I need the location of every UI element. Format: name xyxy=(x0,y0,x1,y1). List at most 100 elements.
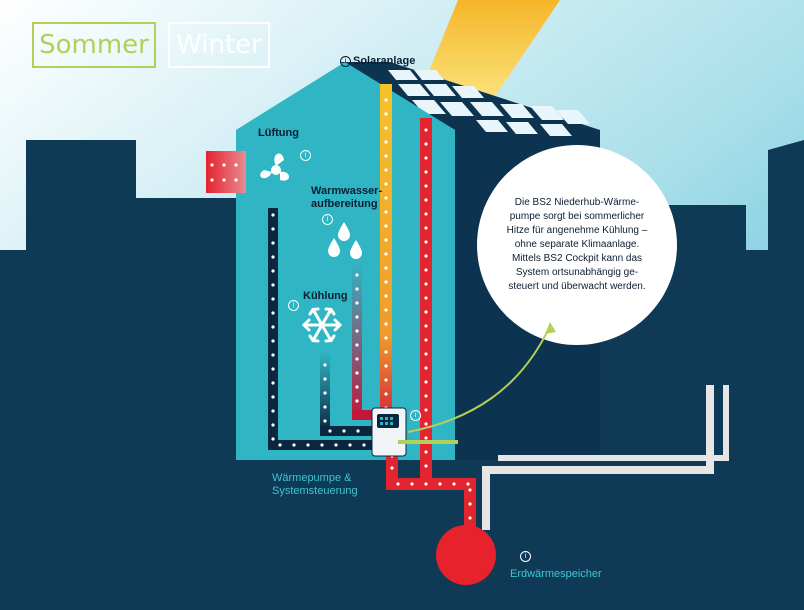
flow-dot xyxy=(468,516,472,520)
flow-dot xyxy=(424,184,428,188)
flow-dot xyxy=(356,429,360,433)
flow-dot xyxy=(271,339,275,343)
summer-toggle-button[interactable]: Sommer xyxy=(32,22,156,68)
flow-dot xyxy=(424,482,428,486)
air-intake-box xyxy=(206,151,246,193)
flow-dot xyxy=(468,502,472,506)
flow-dot xyxy=(384,378,388,382)
flow-dot xyxy=(355,371,359,375)
solar-panels xyxy=(388,70,590,136)
flow-dot xyxy=(410,482,414,486)
flow-dot xyxy=(323,405,327,409)
flow-dot xyxy=(355,301,359,305)
sunlight-beam xyxy=(418,0,560,98)
flow-dot xyxy=(384,196,388,200)
flow-dot xyxy=(424,282,428,286)
flow-dot xyxy=(271,395,275,399)
flow-dot xyxy=(355,315,359,319)
flow-dot xyxy=(396,482,400,486)
flow-dot xyxy=(424,352,428,356)
flow-dot xyxy=(424,226,428,230)
flow-dots xyxy=(210,98,472,520)
winter-toggle-button[interactable]: Winter xyxy=(168,22,270,68)
flow-dot xyxy=(384,294,388,298)
flow-dot xyxy=(320,443,324,447)
cooling-info-icon[interactable]: i xyxy=(288,300,299,311)
flow-dot xyxy=(323,419,327,423)
flow-dot xyxy=(362,443,366,447)
flow-dot xyxy=(271,423,275,427)
flow-dot xyxy=(424,156,428,160)
flow-dot xyxy=(234,178,238,182)
building-left-2 xyxy=(104,198,254,610)
flow-dot xyxy=(452,482,456,486)
heat-pump-label: Wärmepumpe & Systemsteuerung xyxy=(272,472,358,497)
flow-dot xyxy=(424,296,428,300)
ventilation-label: Lüftung xyxy=(258,127,299,139)
heat-pump-display xyxy=(377,414,399,428)
neighbor-pipe-inner xyxy=(498,385,729,461)
house-front xyxy=(236,62,455,460)
flow-dot xyxy=(355,399,359,403)
ground-pipe-horizontal xyxy=(386,478,476,490)
flow-dot xyxy=(278,443,282,447)
flow-dot xyxy=(271,381,275,385)
flow-dot xyxy=(384,154,388,158)
flow-dot xyxy=(384,392,388,396)
flow-dot xyxy=(424,366,428,370)
flow-dot xyxy=(271,409,275,413)
flow-dot xyxy=(384,308,388,312)
flow-dot xyxy=(384,252,388,256)
cockpit-link-line xyxy=(398,440,458,444)
hot-water-pipe-bend xyxy=(352,410,378,420)
solar-pipe-warm xyxy=(380,84,392,418)
flow-dot xyxy=(222,178,226,182)
flow-dot xyxy=(424,338,428,342)
flow-dot xyxy=(384,210,388,214)
flow-dot xyxy=(424,198,428,202)
flow-dot xyxy=(271,311,275,315)
flow-dot xyxy=(424,310,428,314)
flow-dot xyxy=(334,443,338,447)
flow-dot xyxy=(342,429,346,433)
ventilation-pipe xyxy=(268,208,278,450)
flow-dot xyxy=(271,227,275,231)
flow-dot xyxy=(234,163,238,167)
flow-dot xyxy=(424,240,428,244)
flow-dot xyxy=(384,280,388,284)
building-far-right xyxy=(768,140,804,610)
flow-dot xyxy=(292,443,296,447)
flow-dot xyxy=(323,377,327,381)
flow-dot xyxy=(222,163,226,167)
bubble-pointer-arrow xyxy=(407,325,551,433)
flow-dot xyxy=(384,224,388,228)
flow-dot xyxy=(424,436,428,440)
hot-water-info-icon[interactable]: i xyxy=(322,214,333,225)
flow-dot xyxy=(323,391,327,395)
flow-dot xyxy=(271,213,275,217)
solar-pipe-hot xyxy=(420,118,432,490)
flow-dot xyxy=(328,429,332,433)
heat-pump-display-grid xyxy=(380,417,393,425)
flow-dot xyxy=(424,324,428,328)
flow-dot xyxy=(424,422,428,426)
flow-dot xyxy=(355,357,359,361)
flow-dot xyxy=(271,255,275,259)
flow-dot xyxy=(271,367,275,371)
flow-dot xyxy=(384,322,388,326)
flow-dot xyxy=(424,128,428,132)
flow-dot xyxy=(384,182,388,186)
flow-dot xyxy=(355,273,359,277)
flow-dot xyxy=(271,269,275,273)
flow-dot xyxy=(271,437,275,441)
geothermal-info-icon[interactable]: i xyxy=(520,551,531,562)
heat-pump-info-icon[interactable]: i xyxy=(410,410,421,421)
flow-dot xyxy=(306,443,310,447)
flow-dot xyxy=(271,241,275,245)
flow-dot xyxy=(384,112,388,116)
ventilation-info-icon[interactable]: i xyxy=(300,150,311,161)
flow-dot xyxy=(384,364,388,368)
solar-info-icon[interactable]: i xyxy=(340,56,351,67)
